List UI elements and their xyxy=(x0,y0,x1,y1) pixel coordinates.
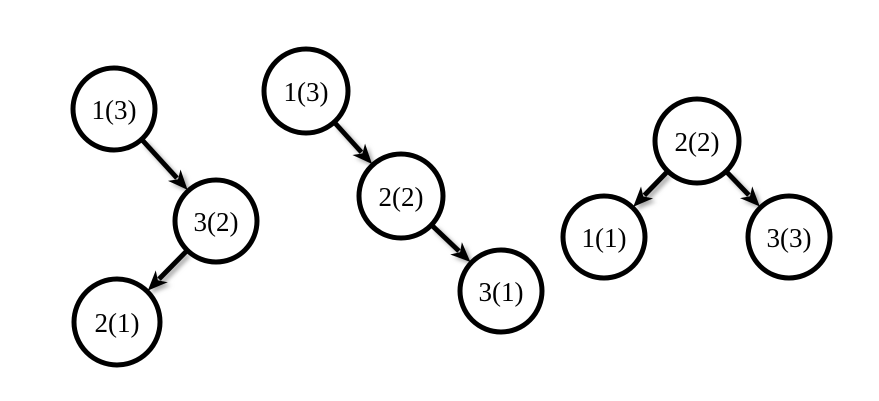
graph-node[interactable]: 2(2) xyxy=(356,151,446,241)
node-label: 1(3) xyxy=(92,95,137,125)
node-circle[interactable] xyxy=(560,193,648,281)
node-circle[interactable] xyxy=(356,151,446,241)
node-label: 1(3) xyxy=(284,77,329,107)
graph-node[interactable]: 1(1) xyxy=(560,193,648,281)
graph-node[interactable]: 2(1) xyxy=(71,276,163,368)
edge-line xyxy=(725,171,751,197)
graph-node[interactable]: 1(3) xyxy=(261,46,351,136)
edge-13-to-22 xyxy=(333,121,373,165)
arrow-head-icon xyxy=(633,186,654,207)
arrow-head-icon xyxy=(147,270,168,291)
edge-line xyxy=(141,139,179,180)
graph-node[interactable]: 3(3) xyxy=(745,193,833,281)
edge-22-to-33 xyxy=(725,171,760,207)
arrow-head-icon xyxy=(739,186,760,207)
node-label: 3(3) xyxy=(767,223,812,253)
edge-line xyxy=(157,249,188,281)
node-circle[interactable] xyxy=(70,65,158,153)
nodes-layer: 1(3) 3(2) 2(1) 1(3) 2(2) 3(1) 2(2) 1(1) 3(3) xyxy=(70,46,833,368)
graph-node[interactable]: 3(1) xyxy=(457,247,545,335)
node-label: 3(1) xyxy=(479,277,524,307)
node-circle[interactable] xyxy=(172,177,260,265)
node-label: 3(2) xyxy=(194,207,239,237)
arrow-head-icon xyxy=(352,143,373,165)
edge-line xyxy=(431,224,461,253)
node-label: 2(2) xyxy=(675,127,720,157)
node-label: 2(2) xyxy=(379,182,424,212)
node-circle[interactable] xyxy=(745,193,833,281)
node-circle[interactable] xyxy=(261,46,351,136)
edge-line xyxy=(333,121,364,154)
edge-line xyxy=(642,170,669,198)
node-label: 1(1) xyxy=(582,223,627,253)
graph-node[interactable]: 2(2) xyxy=(652,96,742,186)
edge-22-to-31 xyxy=(431,224,471,263)
edge-13-to-32 xyxy=(141,139,188,190)
graph-node[interactable]: 3(2) xyxy=(172,177,260,265)
node-label: 2(1) xyxy=(95,308,140,338)
graph-node[interactable]: 1(3) xyxy=(70,65,158,153)
node-circle[interactable] xyxy=(457,247,545,335)
edges-layer xyxy=(141,121,760,291)
arrow-head-icon xyxy=(450,242,471,263)
edge-32-to-21 xyxy=(147,249,188,291)
edge-22-to-11 xyxy=(633,170,669,207)
node-circle[interactable] xyxy=(652,96,742,186)
arrow-head-icon xyxy=(167,169,188,190)
node-circle[interactable] xyxy=(71,276,163,368)
